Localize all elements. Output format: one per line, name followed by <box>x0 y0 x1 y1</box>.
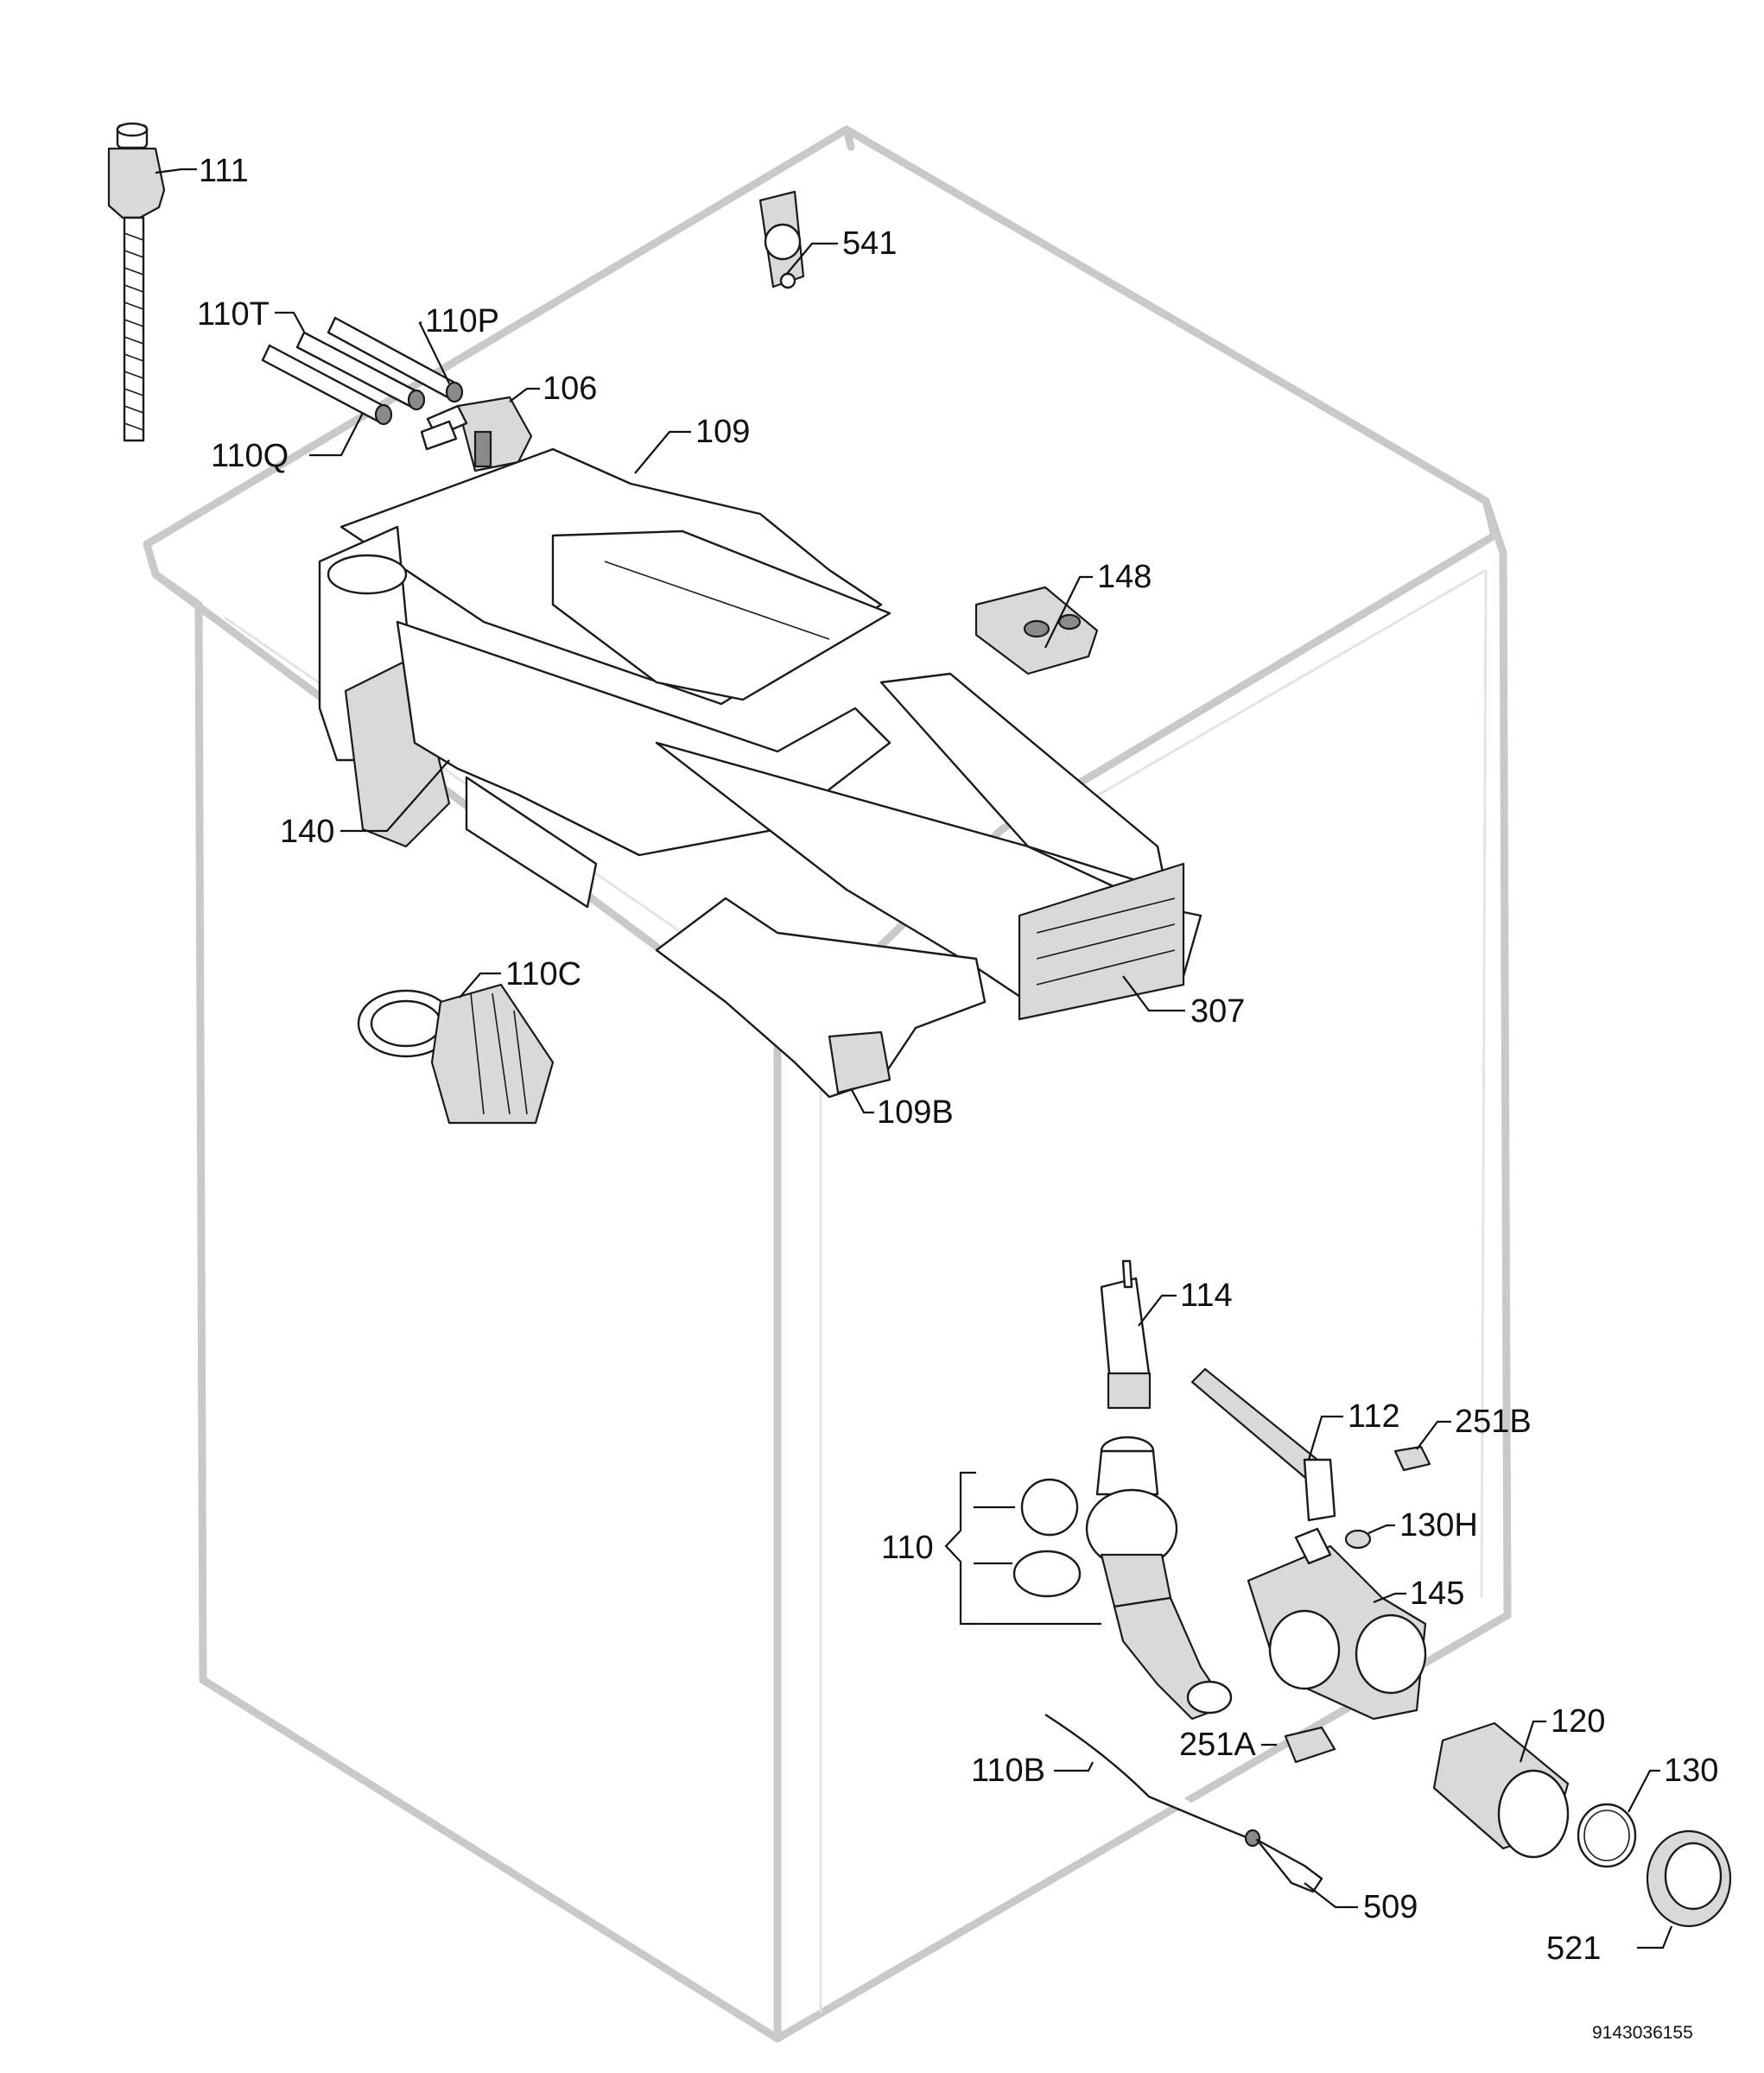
callout-509: 509 <box>1363 1889 1418 1925</box>
part-251A <box>1284 1726 1336 1764</box>
hose-110B-and-509 <box>1044 1713 1323 1893</box>
callout-110T: 110T <box>197 296 270 333</box>
callout-112: 112 <box>1348 1398 1400 1435</box>
inlet-hose-111 <box>107 122 166 442</box>
callout-110Q: 110Q <box>211 438 289 474</box>
callout-251B: 251B <box>1455 1404 1532 1440</box>
dispenser-assembly <box>318 447 1202 1021</box>
callout-110: 110 <box>881 1530 934 1566</box>
callout-109B: 109B <box>877 1094 954 1131</box>
callout-251A: 251A <box>1179 1727 1256 1763</box>
pump-chamber-110 <box>1012 1436 1233 1721</box>
callout-109: 109 <box>695 414 750 450</box>
callout-130: 130 <box>1664 1753 1718 1789</box>
callout-110C: 110C <box>505 956 581 992</box>
part-130H <box>1344 1529 1372 1550</box>
callout-130H: 130H <box>1399 1507 1478 1544</box>
part-148 <box>974 586 1099 675</box>
callout-114: 114 <box>1180 1277 1233 1314</box>
document-number: 9143036155 <box>1592 2023 1693 2043</box>
callout-120: 120 <box>1551 1703 1605 1740</box>
callout-541: 541 <box>842 225 897 262</box>
cap-521 <box>1646 1829 1732 1928</box>
hose-112 <box>1190 1367 1336 1522</box>
callout-111: 111 <box>199 153 249 189</box>
callout-148: 148 <box>1097 559 1152 595</box>
filter-120 <box>1432 1721 1570 1859</box>
callout-140: 140 <box>280 814 334 850</box>
callout-145: 145 <box>1410 1575 1464 1612</box>
callout-labels: 111 541 110T 110P 106 110Q 109 148 140 1… <box>197 153 1718 2043</box>
pump-145 <box>1247 1527 1427 1721</box>
bellows-110C <box>357 983 555 1125</box>
callout-110B: 110B <box>971 1753 1045 1789</box>
callout-106: 106 <box>543 371 597 407</box>
tubes-110 <box>261 316 464 426</box>
ring-130 <box>1577 1803 1637 1868</box>
callout-521: 521 <box>1546 1930 1601 1967</box>
part-114 <box>1100 1259 1152 1410</box>
part-251B <box>1393 1445 1431 1472</box>
leader-lines <box>155 168 1673 1949</box>
valve-106 <box>420 396 533 472</box>
callout-110P: 110P <box>425 303 499 339</box>
part-541 <box>758 190 805 289</box>
callout-307: 307 <box>1190 993 1245 1030</box>
part-109B <box>655 897 987 1099</box>
